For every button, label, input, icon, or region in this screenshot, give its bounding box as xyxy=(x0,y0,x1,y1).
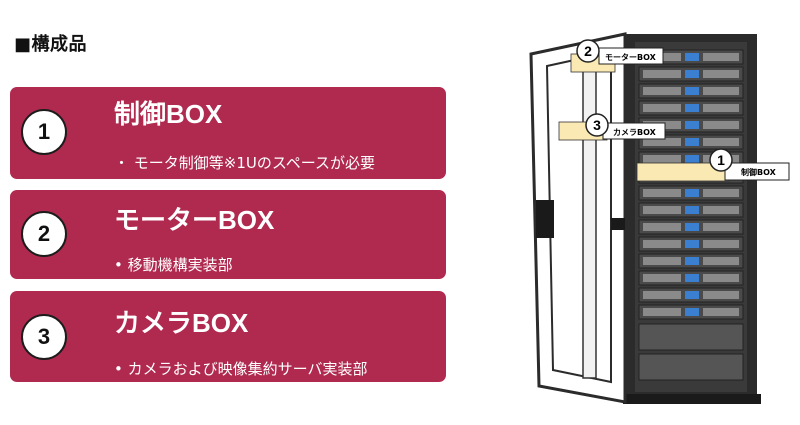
server-vent xyxy=(703,206,739,214)
server-vent xyxy=(703,121,739,129)
server-drive-indicator xyxy=(685,308,699,316)
component-title: モーターBOX xyxy=(114,205,275,235)
callout-label: カメラBOX xyxy=(613,128,657,137)
server-vent xyxy=(643,155,681,163)
server-vent xyxy=(703,308,739,316)
server-vent xyxy=(703,189,739,197)
server-vent xyxy=(703,87,739,95)
server-vent xyxy=(643,104,681,112)
component-number-badge: 2 xyxy=(21,211,67,257)
server-vent xyxy=(703,274,739,282)
server-drive-indicator xyxy=(685,189,699,197)
callout-number-badge xyxy=(585,113,609,137)
component-description: ・ モータ制御等※1Uのスペースが必要 xyxy=(114,154,376,172)
vertical-rail xyxy=(582,59,597,379)
server-vent xyxy=(643,291,681,299)
callout-number-badge xyxy=(576,39,600,63)
component-title: カメラBOX xyxy=(114,308,249,338)
door-handle-icon xyxy=(536,200,554,238)
callout-label-box xyxy=(598,47,664,65)
component-description: • カメラおよび映像集約サーバ実装部 xyxy=(114,360,368,378)
server-vent xyxy=(703,257,739,265)
callout-number: 3 xyxy=(593,117,601,133)
callout-number-badge xyxy=(709,148,733,172)
server-vent xyxy=(643,189,681,197)
server-vent xyxy=(643,257,681,265)
server-vent xyxy=(643,87,681,95)
server-vent xyxy=(703,291,739,299)
section-heading: ■構成品 xyxy=(14,34,88,55)
server-drive-indicator xyxy=(685,87,699,95)
server-vent xyxy=(703,240,739,248)
server-vent xyxy=(643,308,681,316)
callout-number: 2 xyxy=(584,43,592,59)
blank-panel xyxy=(638,353,744,381)
server-vent xyxy=(703,104,739,112)
server-vent xyxy=(643,274,681,282)
server-vent xyxy=(643,70,681,78)
callout-label-box xyxy=(724,162,790,181)
server-vent xyxy=(643,138,681,146)
server-rack-diagram: 2 モーターBOX 3 カメラBOX 1 制御BOX xyxy=(529,32,790,404)
component-number-badge: 1 xyxy=(21,109,67,155)
server-vent xyxy=(703,53,739,61)
blank-panel xyxy=(638,323,744,351)
server-drive-indicator xyxy=(685,257,699,265)
server-vent xyxy=(643,206,681,214)
server-vent xyxy=(643,223,681,231)
callout-label: 制御BOX xyxy=(741,167,777,177)
component-card-2: 2 モーターBOX • 移動機構実装部 xyxy=(10,190,446,279)
server-drive-indicator xyxy=(685,53,699,61)
component-number-badge: 3 xyxy=(21,314,67,360)
server-drive-indicator xyxy=(685,138,699,146)
server-drive-indicator xyxy=(685,155,699,163)
component-description: • 移動機構実装部 xyxy=(114,256,233,274)
callout-label: モーターBOX xyxy=(605,52,657,62)
server-drive-indicator xyxy=(685,223,699,231)
component-card-1: 1 制御BOX ・ モータ制御等※1Uのスペースが必要 xyxy=(10,87,446,179)
server-drive-indicator xyxy=(685,274,699,282)
door-hinge xyxy=(611,218,625,230)
server-vent xyxy=(703,138,739,146)
component-card-3: 3 カメラBOX • カメラおよび映像集約サーバ実装部 xyxy=(10,291,446,382)
server-drive-indicator xyxy=(685,206,699,214)
server-drive-indicator xyxy=(685,104,699,112)
callout-number: 1 xyxy=(717,152,725,168)
server-drive-indicator xyxy=(685,70,699,78)
server-drive-indicator xyxy=(685,291,699,299)
server-vent xyxy=(703,70,739,78)
server-drive-indicator xyxy=(685,240,699,248)
server-vent xyxy=(643,240,681,248)
server-vent xyxy=(703,223,739,231)
rack-base xyxy=(623,394,761,404)
component-title: 制御BOX xyxy=(114,99,223,129)
server-drive-indicator xyxy=(685,121,699,129)
